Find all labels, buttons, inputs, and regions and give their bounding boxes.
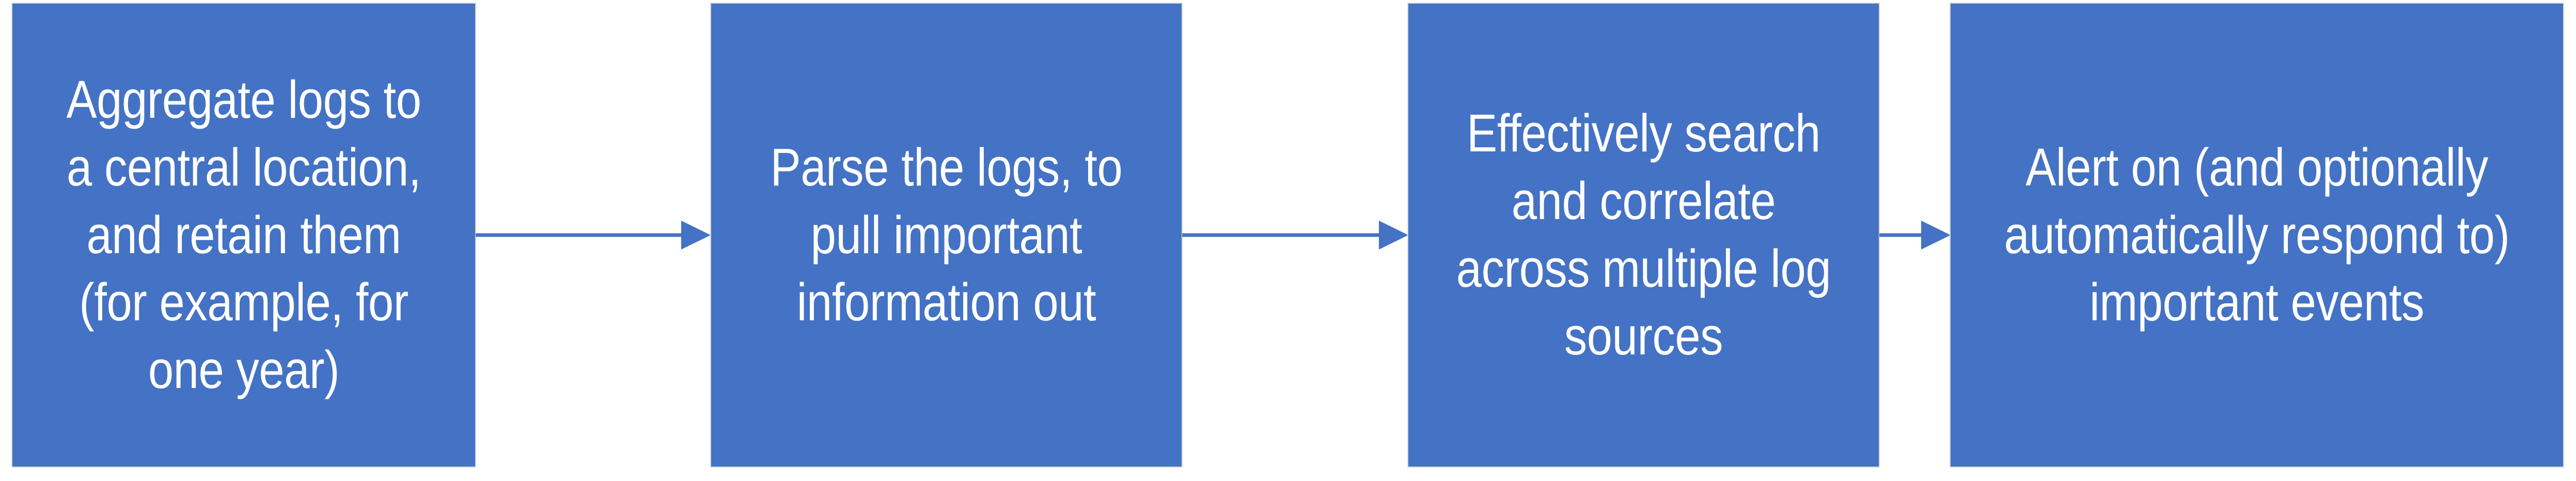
arrow-step2-to-step3 bbox=[1182, 219, 1408, 252]
process-step-label-4: Alert on (and optionally automatically r… bbox=[2004, 137, 2510, 332]
process-step-label-2: Parse the logs, to pull important inform… bbox=[770, 137, 1123, 332]
arrow-right-icon bbox=[476, 221, 711, 250]
arrow-step1-to-step2 bbox=[476, 219, 711, 252]
process-step-box-4[interactable]: Alert on (and optionally automatically r… bbox=[1950, 3, 2564, 468]
process-step-box-1[interactable]: Aggregate logs to a central location, an… bbox=[11, 3, 476, 468]
process-step-label-1: Aggregate logs to a central location, an… bbox=[66, 70, 421, 400]
arrow-right-icon bbox=[1879, 221, 1951, 250]
process-step-box-2[interactable]: Parse the logs, to pull important inform… bbox=[710, 3, 1183, 468]
arrow-right-icon bbox=[1182, 221, 1408, 250]
arrow-step3-to-step4 bbox=[1879, 219, 1951, 252]
process-step-box-3[interactable]: Effectively search and correlate across … bbox=[1407, 3, 1880, 468]
process-step-label-3: Effectively search and correlate across … bbox=[1456, 103, 1831, 366]
